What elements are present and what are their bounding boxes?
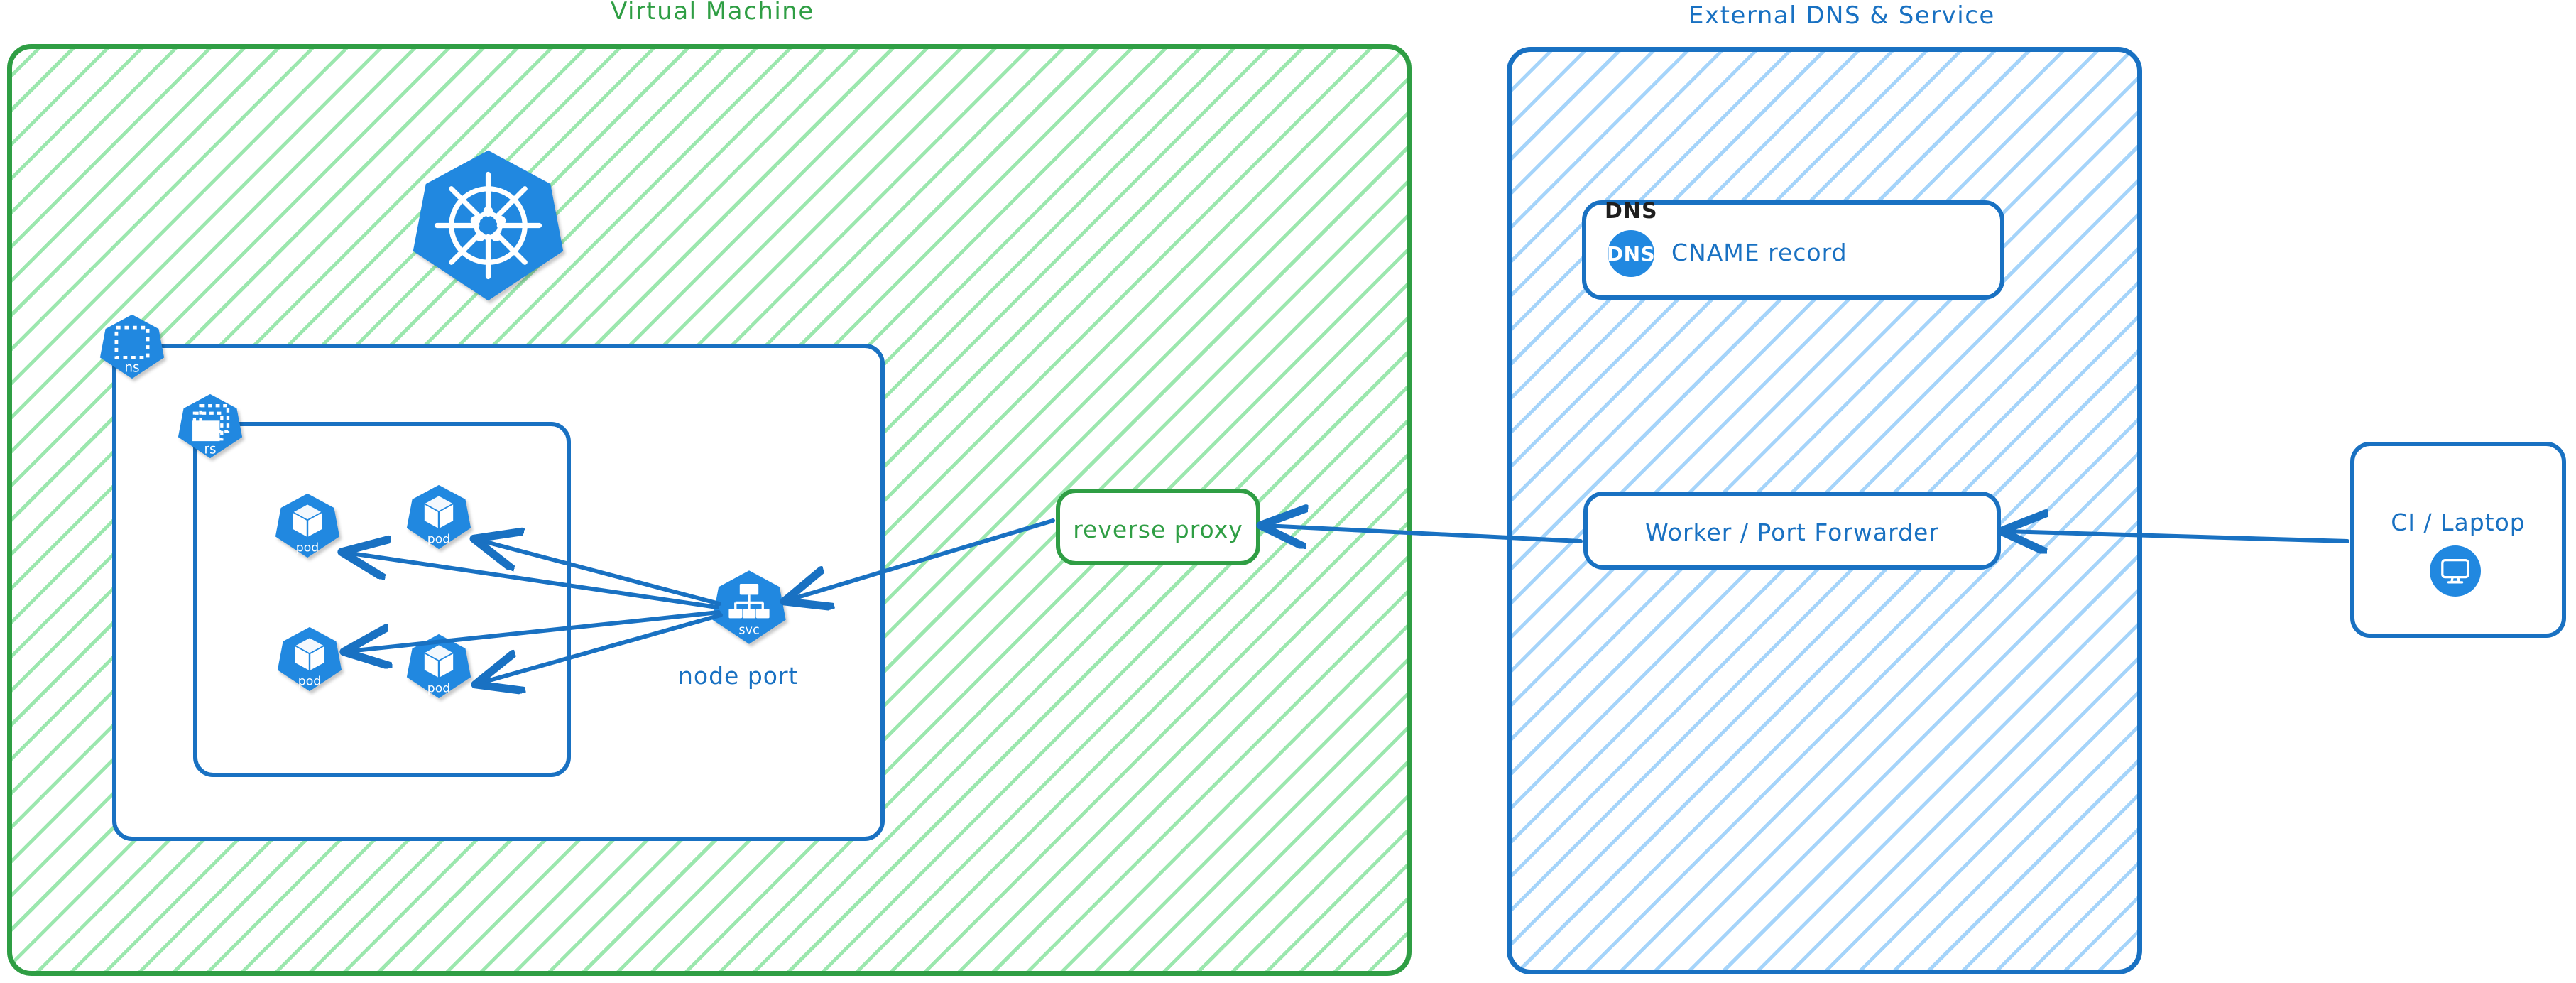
- worker-port-forwarder-label: Worker / Port Forwarder: [1645, 518, 1939, 546]
- kubernetes-logo: [408, 146, 568, 305]
- ci-laptop-box[interactable]: CI / Laptop: [2350, 442, 2566, 638]
- cname-record-label: CNAME record: [1671, 239, 1848, 266]
- svg-text:rs: rs: [204, 442, 217, 457]
- svg-text:pod: pod: [427, 532, 450, 546]
- svg-text:pod: pod: [298, 674, 321, 688]
- kubernetes-pod-icon-2[interactable]: pod: [405, 483, 473, 551]
- kubernetes-pod-icon-3[interactable]: pod: [275, 625, 344, 693]
- dns-badge-label: DNS: [1606, 241, 1656, 266]
- reverse-proxy-box[interactable]: reverse proxy: [1056, 489, 1260, 565]
- worker-port-forwarder-card[interactable]: Worker / Port Forwarder: [1583, 492, 2001, 570]
- reverse-proxy-label: reverse proxy: [1073, 516, 1243, 543]
- dns-badge-icon: DNS: [1606, 230, 1656, 277]
- svg-text:ns: ns: [124, 361, 139, 376]
- kubernetes-replicaset-icon[interactable]: rs: [176, 392, 244, 460]
- kubernetes-pod-icon-1[interactable]: pod: [273, 492, 342, 560]
- replicaset-container[interactable]: [193, 422, 571, 777]
- svg-text:pod: pod: [296, 541, 319, 555]
- svg-text:pod: pod: [427, 681, 450, 695]
- group-title-virtual-machine: Virtual Machine: [611, 0, 814, 26]
- kubernetes-pod-icon-4[interactable]: pod: [405, 632, 473, 700]
- kubernetes-namespace-icon[interactable]: ns: [98, 313, 166, 381]
- ci-laptop-label: CI / Laptop: [2391, 509, 2526, 536]
- node-port-caption: node port: [678, 662, 799, 690]
- group-title-external-dns-service: External DNS & Service: [1688, 1, 1995, 30]
- kubernetes-service-icon[interactable]: svc: [710, 568, 788, 646]
- dns-card-corner-label: DNS: [1605, 199, 1658, 224]
- desktop-monitor-icon: [2430, 545, 2481, 597]
- svg-text:svc: svc: [738, 623, 759, 637]
- dns-card[interactable]: DNS DNS CNAME record: [1582, 199, 2004, 300]
